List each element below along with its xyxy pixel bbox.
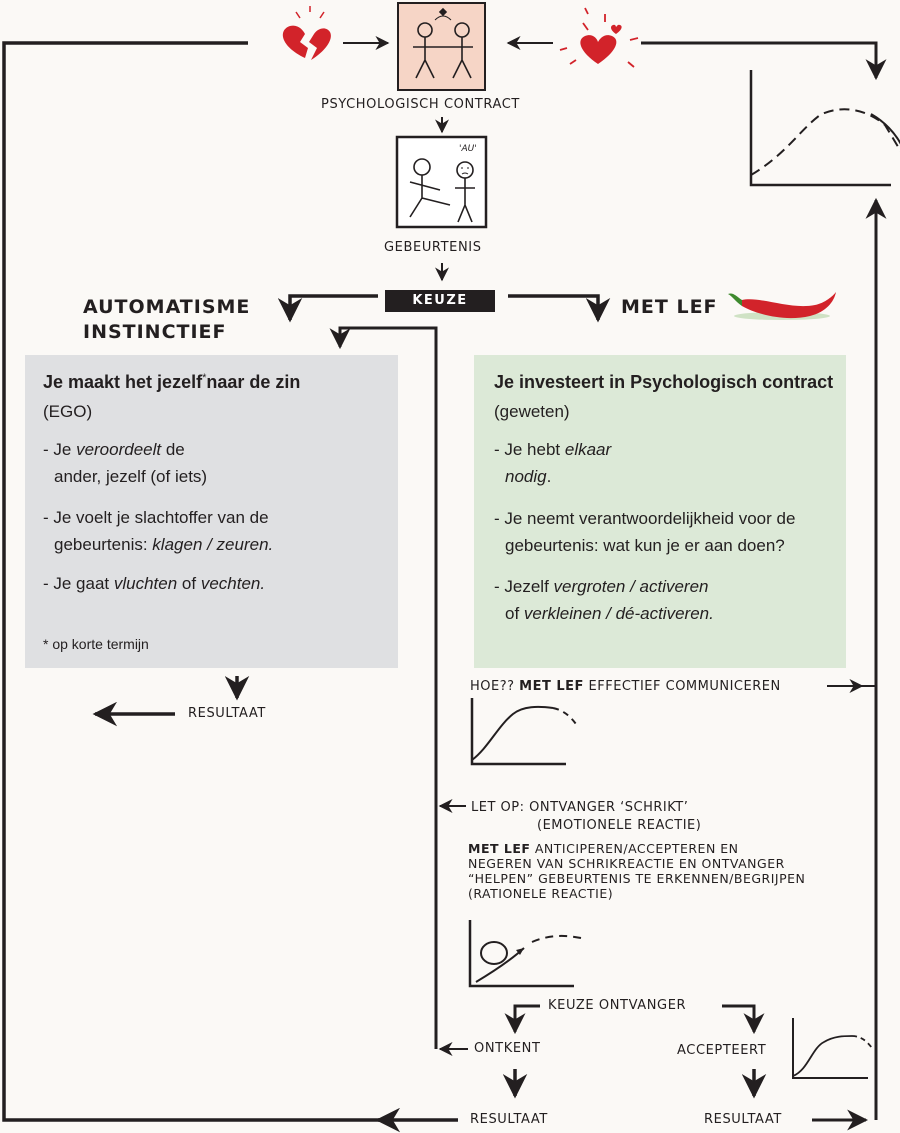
keuze-badge: KEUZE xyxy=(385,290,495,312)
conscience-box: Je investeert in Psychologisch contract … xyxy=(474,355,846,668)
automatism-heading-line1: AUTOMATISME xyxy=(83,296,251,318)
conscience-box-title: Je investeert in Psychologisch contract xyxy=(494,372,834,392)
ego-box: Je maakt het jezelf*naar de zin (EGO) - … xyxy=(25,355,398,668)
bottom-right-result-label: RESULTAAT xyxy=(704,1112,782,1127)
ontvanger-left-branch xyxy=(504,1004,540,1035)
anticipate-line3: “HELPEN” GEBEURTENIS TE ERKENNEN/BEGRIJP… xyxy=(468,871,806,886)
left-result-label: RESULTAAT xyxy=(188,706,266,721)
met-lef-anticipate-text: MET LEF ANTICIPEREN/ACCEPTEREN EN NEGERE… xyxy=(468,841,805,901)
hoe-communication-label: HOE?? MET LEF EFFECTIEF COMMUNICEREN xyxy=(470,679,781,694)
con-b1-pre: - Je hebt xyxy=(494,440,565,459)
keuze-left-branch xyxy=(277,294,378,323)
ego-b1-pre: - Je xyxy=(43,440,77,459)
ego-bullet-1: - Je veroordeelt de ander, jezelf (of ie… xyxy=(43,436,207,490)
conscience-bullet-3: - Jezelf vergroten / activeren of verkle… xyxy=(494,573,714,627)
top-right-graph-icon xyxy=(749,70,900,187)
ego-title-part1: Je maakt het jezelf xyxy=(43,372,203,392)
ego-b2-em: klagen / zeuren. xyxy=(152,535,274,554)
anticipate-bold: MET LEF xyxy=(468,841,531,856)
automatism-heading: AUTOMATISME INSTINCTIEF xyxy=(83,295,250,345)
ego-bullet-2: - Je voelt je slachtoffer van de gebeurt… xyxy=(43,504,273,558)
conscience-bullet-2: - Je neemt verantwoordelijkheid voor de … xyxy=(494,505,795,559)
ego-b2-pre: gebeurtenis: xyxy=(54,535,153,554)
ego-b3-em2: vechten. xyxy=(200,574,266,593)
ego-b1-post: de xyxy=(161,440,185,459)
event-kick-icon xyxy=(395,135,488,229)
au-speech-label: 'AU' xyxy=(459,144,477,154)
let-op-line2: (EMOTIONELE REACTIE) xyxy=(537,818,702,833)
love-heart-icon xyxy=(559,7,639,68)
ego-subtitle: (EGO) xyxy=(43,402,93,421)
ego-box-title: Je maakt het jezelf*naar de zin xyxy=(43,372,300,393)
ego-b1-em: veroordeelt xyxy=(76,440,162,459)
con-b3-em2: verkleinen / dé-activeren. xyxy=(523,604,714,623)
con-b2-line2: gebeurtenis: wat kun je er aan doen? xyxy=(505,536,785,555)
ontvanger-right-branch xyxy=(722,1004,765,1035)
con-b3-em1: vergroten / activeren xyxy=(553,577,709,596)
hoe-post: EFFECTIEF COMMUNICEREN xyxy=(583,679,781,694)
accepteert-graph-icon xyxy=(792,1018,873,1079)
event-label: GEBEURTENIS xyxy=(384,240,482,255)
conscience-subtitle: (geweten) xyxy=(494,402,570,421)
ego-b1-line2: ander, jezelf (of iets) xyxy=(54,467,208,486)
con-b3-pre: - Jezelf xyxy=(494,577,554,596)
let-op-label: LET OP: ONTVANGER ‘SCHRIKT’ (EMOTIONELE … xyxy=(471,799,701,835)
keuze-right-branch xyxy=(508,294,611,323)
anticipate-graph-icon xyxy=(468,920,582,988)
psychological-contract-label: PSYCHOLOGISCH CONTRACT xyxy=(321,97,520,112)
chili-pepper-icon xyxy=(728,292,836,320)
hoe-bold: MET LEF xyxy=(519,679,584,694)
ego-b3-mid: of xyxy=(177,574,201,593)
contract-figures-icon xyxy=(397,2,486,91)
receiver-choice-label: KEUZE ONTVANGER xyxy=(548,998,687,1013)
anticipate-line1: ANTICIPEREN/ACCEPTEREN EN xyxy=(530,841,739,856)
hoe-pre: HOE?? xyxy=(470,679,520,694)
con-b1-post: . xyxy=(546,467,552,486)
broken-heart-icon xyxy=(282,6,331,60)
let-op-line1: LET OP: ONTVANGER ‘SCHRIKT’ xyxy=(471,800,689,815)
anticipate-line2: NEGEREN VAN SCHRIKREACTIE EN ONTVANGER xyxy=(468,856,785,871)
effective-communication-graph-icon xyxy=(470,698,577,766)
ego-b2-line1: - Je voelt je slachtoffer van de xyxy=(43,508,269,527)
automatism-heading-line2: INSTINCTIEF xyxy=(83,321,227,343)
left-loop-line xyxy=(2,41,380,1122)
inner-loop-line xyxy=(329,326,438,1049)
ego-b3-em1: vluchten xyxy=(113,574,178,593)
conscience-bullet-1: - Je hebt elkaar nodig. xyxy=(494,436,611,490)
con-b1-em: elkaar xyxy=(564,440,612,459)
con-b3-mid: of xyxy=(505,604,524,623)
right-top-line xyxy=(641,41,887,81)
met-lef-heading: MET LEF xyxy=(621,296,718,318)
ego-bullet-3: - Je gaat vluchten of vechten. xyxy=(43,570,265,597)
bottom-left-result-label: RESULTAAT xyxy=(470,1112,548,1127)
denies-label: ONTKENT xyxy=(474,1041,541,1056)
ego-footnote: * op korte termijn xyxy=(43,636,149,652)
anticipate-line4: (RATIONELE REACTIE) xyxy=(468,886,614,901)
con-b1-em2: nodig xyxy=(505,467,547,486)
ego-title-asterisk: * xyxy=(202,372,207,384)
con-b2-line1: - Je neemt verantwoordelijkheid voor de xyxy=(494,509,796,528)
ego-title-part2: naar de zin xyxy=(206,372,301,392)
accepts-label: ACCEPTEERT xyxy=(677,1043,767,1058)
ego-b3-pre: - Je gaat xyxy=(43,574,114,593)
